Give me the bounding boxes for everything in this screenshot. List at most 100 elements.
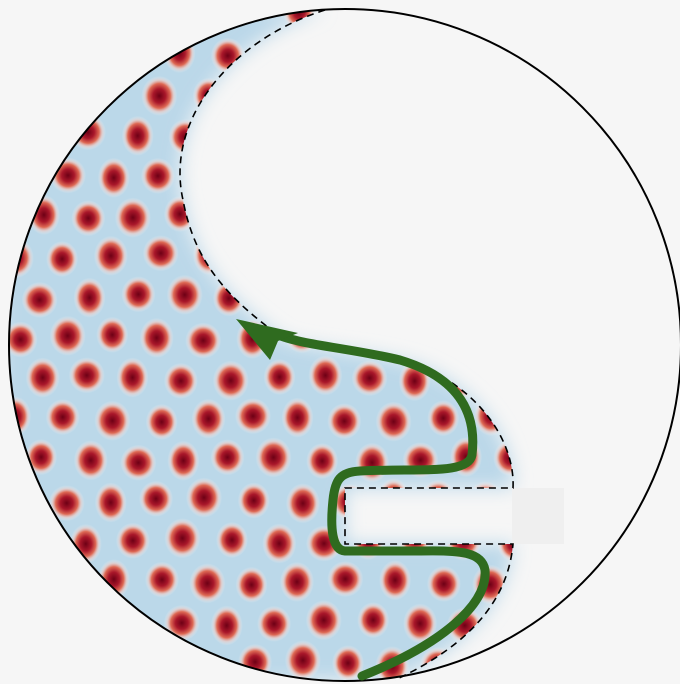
pattern-spot (140, 318, 174, 358)
pattern-spot (541, 115, 573, 151)
pattern-spot (264, 359, 296, 395)
pattern-spot (189, 563, 225, 603)
pattern-spot (115, 198, 151, 238)
pattern-spot (306, 443, 338, 479)
pattern-spot (521, 71, 555, 111)
pattern-spot (563, 235, 599, 275)
pattern-spot (451, 115, 485, 151)
pattern-spot (588, 445, 620, 481)
pattern-spot (74, 440, 108, 480)
pattern-spot (257, 280, 291, 320)
pattern-spot (50, 316, 86, 356)
pattern-spot (494, 196, 528, 236)
pattern-spot (399, 36, 435, 72)
pattern-spot (446, 195, 478, 231)
pattern-spot (167, 275, 203, 315)
pattern-spot (211, 606, 243, 646)
pattern-spot (146, 404, 178, 440)
pattern-spot (468, 481, 504, 521)
pattern-spot (474, 396, 508, 436)
pattern-spot (239, 72, 273, 112)
pattern-spot (94, 401, 130, 441)
pattern-spot (143, 235, 179, 271)
pattern-spot (424, 238, 460, 274)
pattern-spot (22, 282, 58, 318)
pattern-spot (235, 398, 271, 434)
pattern-spot (427, 566, 461, 602)
pattern-spot (545, 358, 577, 394)
pattern-spot (282, 398, 314, 438)
pattern-spot (614, 319, 650, 359)
pattern-spot (566, 318, 600, 354)
pattern-spot (421, 480, 455, 516)
pattern-spot (379, 560, 411, 600)
pattern-spot (284, 156, 318, 196)
pattern-spot (212, 193, 246, 233)
pattern-spot (213, 280, 245, 316)
pattern-spot (610, 235, 642, 271)
pattern-spot (71, 200, 105, 236)
pattern-spot (332, 160, 368, 196)
pattern-spot (492, 35, 526, 71)
pattern-spot (304, 113, 338, 153)
pattern-spot (139, 481, 173, 517)
pattern-spot (193, 235, 225, 275)
pattern-spot (308, 355, 342, 395)
pattern-spot (355, 274, 387, 314)
pattern-spot (449, 279, 485, 319)
pattern-spot (69, 357, 105, 393)
pattern-spot (46, 241, 78, 277)
pattern-spot (238, 241, 272, 277)
pattern-spot (562, 559, 596, 599)
pattern-spot (516, 159, 548, 195)
pattern-spot (494, 356, 530, 396)
pattern-spot (446, 36, 478, 76)
pattern-spot (351, 118, 387, 154)
pattern-spot (379, 321, 411, 357)
pattern-spot (327, 561, 363, 597)
pattern-spot (25, 439, 57, 475)
pattern-spot (46, 399, 80, 435)
pattern-spot (424, 154, 458, 190)
pattern-spot (164, 196, 196, 232)
pattern-spot (95, 483, 127, 523)
pattern-spot (609, 403, 643, 439)
slot-shade (512, 488, 564, 544)
pattern-spot (538, 442, 574, 482)
pattern-spot (145, 562, 179, 598)
pattern-spot (280, 562, 314, 602)
pattern-spot (518, 315, 550, 355)
pattern-spot (564, 402, 596, 442)
pattern-spot (352, 360, 388, 396)
pattern-spot (356, 30, 390, 70)
pattern-spot (49, 485, 85, 521)
pattern-spot (613, 157, 649, 193)
pattern-spot (94, 236, 128, 276)
pattern-spot (520, 240, 554, 276)
pattern-spot (380, 155, 412, 195)
pattern-spot (357, 602, 389, 638)
pattern-spot (303, 279, 339, 315)
pattern-spot (260, 34, 296, 74)
pattern-spot (193, 78, 225, 114)
pattern-spot (116, 523, 150, 559)
pattern-spot (164, 518, 200, 558)
pattern-spot (397, 193, 433, 233)
pattern-spot (238, 644, 272, 680)
pattern-spot (332, 0, 366, 29)
pattern-spot (306, 600, 342, 640)
pattern-spot (211, 439, 245, 475)
pattern-spot (0, 396, 31, 436)
pattern-spot (593, 197, 625, 237)
pattern-spot (186, 478, 222, 518)
pattern-spot (423, 75, 459, 115)
pattern-spot (235, 155, 267, 191)
pattern-spot (403, 277, 437, 313)
pattern-spot (518, 400, 554, 436)
pattern-spot (117, 358, 149, 398)
pattern-spot (496, 282, 528, 318)
pattern-spot (634, 363, 670, 399)
pattern-spot (539, 276, 573, 316)
pattern-spot (495, 111, 531, 151)
